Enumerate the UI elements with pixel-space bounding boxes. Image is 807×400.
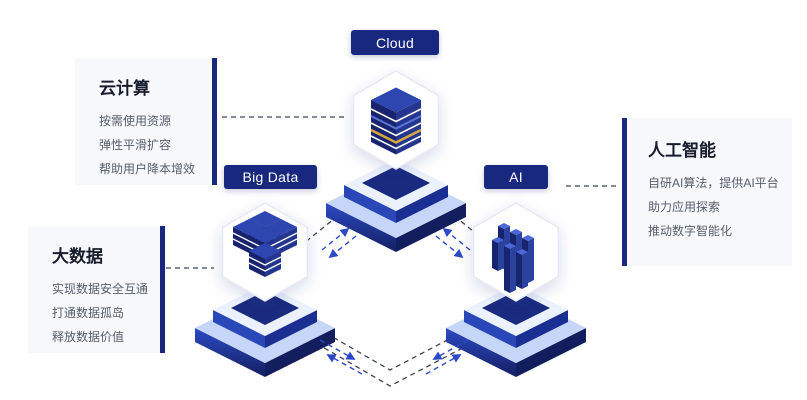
cloud-card-line: 弹性平滑扩容 xyxy=(99,138,172,152)
ai-badge: AI xyxy=(484,165,548,189)
bigdata-card-accent-bar xyxy=(160,226,165,353)
isometric-stack-icon xyxy=(370,87,422,155)
flow-arrow-up-right xyxy=(442,227,471,251)
cloud-card-title: 云计算 xyxy=(99,79,150,98)
ai-card-line: 自研AI算法，提供AI平台 xyxy=(648,176,779,190)
flow-arrow-bottom-left-fwd xyxy=(319,339,356,360)
bigdata-card: 大数据 实现数据安全互通 打通数据孤岛 释放数据价值 xyxy=(28,226,165,353)
bigdata-card-line: 打通数据孤岛 xyxy=(52,306,125,320)
cloud-badge: Cloud xyxy=(351,30,439,55)
cloud-card-line: 帮助用户降本增效 xyxy=(99,162,196,176)
ai-bar xyxy=(504,243,516,293)
flow-arrows xyxy=(319,227,471,375)
ai-bar xyxy=(492,237,504,271)
ai-card-line: 助力应用探索 xyxy=(648,200,721,214)
ai-card-title: 人工智能 xyxy=(648,141,716,160)
platform-cloud xyxy=(326,159,466,252)
bar-columns-icon xyxy=(492,223,534,293)
cloud-card: 云计算 按需使用资源 弹性平滑扩容 帮助用户降本增效 xyxy=(75,58,217,185)
flow-arrow-bottom-left-back xyxy=(326,354,363,375)
connector-bottom-inner xyxy=(309,323,479,371)
cloud-card-accent-bar xyxy=(212,58,217,185)
ai-badge-label: AI xyxy=(509,169,523,185)
ai-bar xyxy=(516,249,528,289)
flow-arrow-bottom-right-back xyxy=(425,354,462,375)
ai-card-accent-bar xyxy=(622,118,627,266)
ai-card-line: 推动数字智能化 xyxy=(648,224,733,238)
cloud-badge-label: Cloud xyxy=(375,34,415,51)
bigdata-badge-label: Big Data xyxy=(242,169,299,185)
flow-arrow-down-right xyxy=(435,235,464,259)
ai-card: 人工智能 自研AI算法，提供AI平台 助力应用探索 推动数字智能化 xyxy=(622,118,792,266)
flow-arrow-up-left xyxy=(321,227,350,251)
cloud-card-line: 按需使用资源 xyxy=(99,114,172,128)
flow-arrow-bottom-right-fwd xyxy=(432,339,469,360)
bigdata-badge: Big Data xyxy=(224,165,317,189)
flow-arrow-down-left xyxy=(328,235,357,259)
bigdata-card-line: 释放数据价值 xyxy=(52,330,125,344)
bigdata-card-title: 大数据 xyxy=(52,247,103,266)
bigdata-card-line: 实现数据安全互通 xyxy=(52,282,149,296)
